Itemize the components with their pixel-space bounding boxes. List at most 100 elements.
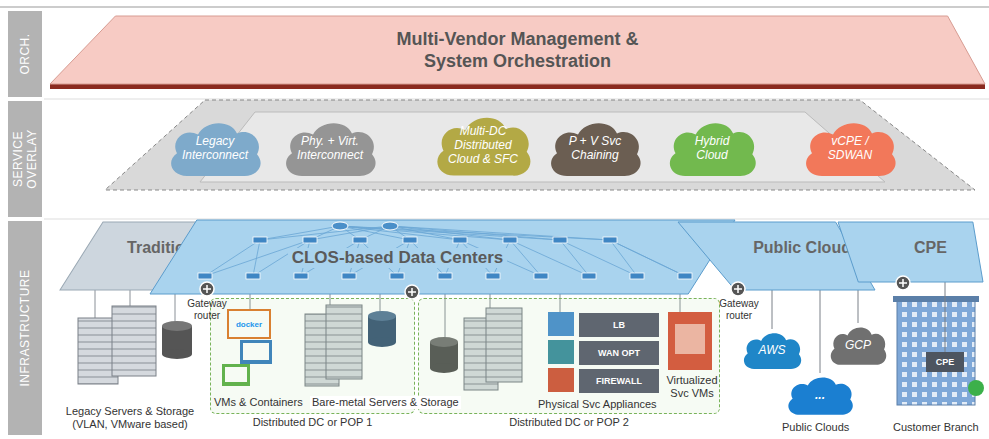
layer-tab: INFRASTRUCTURE [8, 221, 42, 435]
annotation-label: Virtualized Svc VMs [662, 374, 722, 400]
storage-cylinder [162, 349, 192, 359]
service-cloud: Legacy Interconnect [165, 117, 265, 179]
annotation-label: docker [230, 320, 268, 330]
plane-shape [838, 222, 983, 282]
node-label: CPE [936, 357, 955, 368]
node-label: FIREWALL [596, 376, 642, 387]
annotation-label: Gateway router [716, 298, 762, 322]
leaf-switch [630, 273, 644, 279]
fabric-link [510, 240, 589, 276]
leaf-switch [403, 237, 417, 243]
service-cloud: vCPE / SDWAN [800, 117, 900, 179]
cloud-shape [171, 123, 261, 176]
leaf-switch [553, 237, 567, 243]
leaf-switch [253, 237, 267, 243]
layer-tab: ORCH. [8, 11, 42, 97]
cloud-shape [788, 377, 852, 414]
leaf-switch [603, 237, 617, 243]
connector [945, 282, 946, 352]
layer-title: ORCH. [18, 16, 32, 92]
node-label: CPE [914, 238, 947, 258]
cloud-shape [286, 123, 376, 176]
gateway-router [200, 282, 214, 296]
cpe-device: CPE [926, 352, 964, 372]
cloud-shape [831, 327, 886, 364]
leaf-switch [582, 273, 596, 279]
annotation-label: VMs & Containers [214, 396, 303, 409]
cloud-shape [551, 123, 641, 176]
leaf-switch [486, 273, 500, 279]
overlay-subplane [200, 112, 885, 182]
leaf-switch [453, 237, 467, 243]
branch-building [897, 300, 975, 405]
plane-shape [150, 220, 735, 294]
leaf-switch [246, 273, 260, 279]
node-label: Public Clouds [753, 238, 860, 258]
public-cloud: GCP [827, 323, 889, 367]
node-label: CLOS-based Data Centers [288, 248, 508, 268]
connector [772, 290, 773, 329]
fabric-link [205, 240, 260, 276]
gateway-router [731, 282, 745, 296]
node-label: Phy. + Virt. Interconnect [295, 134, 365, 162]
branch-building [893, 296, 979, 302]
node-label: WAN OPT [598, 348, 640, 359]
cloud-shape [670, 123, 756, 176]
layer-title: INFRASTRUCTURE [18, 226, 32, 430]
wire [130, 288, 131, 306]
fabric-link [560, 240, 637, 276]
node-label: P + V Svc Chaining [560, 134, 630, 162]
storage-cylinder [162, 321, 192, 331]
service-cloud: Phy. + Virt. Interconnect [280, 117, 380, 179]
layer-title: SERVICE OVERLAY [11, 106, 39, 212]
leaf-switch [534, 273, 548, 279]
leaf-switch [390, 273, 404, 279]
node-label: LB [613, 320, 625, 331]
annotation-label: Gateway router [184, 298, 230, 322]
connector [820, 290, 821, 373]
connector [858, 290, 859, 323]
appliance-box: WAN OPT [579, 341, 659, 365]
annotation-label: Public Clouds [782, 421, 849, 434]
fabric-link [610, 240, 637, 276]
cloud-shape [744, 333, 801, 369]
annotation-label: Physical Svc Appliances [538, 398, 657, 411]
leaf-switch [342, 273, 356, 279]
plane-edge [50, 84, 985, 89]
spine-switch [332, 222, 348, 230]
fabric-link [560, 240, 589, 276]
cloud-shape [806, 123, 896, 176]
fabric-link [510, 240, 541, 276]
gateway-router [896, 276, 910, 290]
status-badge [968, 380, 984, 396]
divider-line [44, 99, 989, 100]
node-label: ... [815, 388, 825, 402]
overlay-plane [105, 100, 975, 190]
gateway-router [405, 285, 419, 299]
leaf-switch [353, 237, 367, 243]
fabric-link [253, 240, 260, 276]
annotation-label: Customer Branch [893, 421, 979, 434]
node-label: AWS [758, 343, 785, 357]
node-label: Multi-DC Distributed Cloud & SFC [446, 124, 520, 166]
leaf-switch [438, 273, 452, 279]
appliance-box: FIREWALL [579, 369, 659, 393]
spine-switch [382, 222, 398, 230]
node-label: GCP [845, 338, 871, 352]
group-caption: Distributed DC or POP 1 [211, 416, 414, 429]
annotation-label: Bare-metal Servers & Storage [310, 396, 461, 409]
leaf-switch [198, 273, 212, 279]
server-tower [112, 306, 156, 376]
leaf-switch [303, 237, 317, 243]
fabric-link [610, 240, 685, 276]
leaf-switch [678, 273, 692, 279]
leaf-switch [294, 273, 308, 279]
node-label: Legacy Interconnect [180, 134, 250, 162]
leaf-switch [503, 237, 517, 243]
node-outline [50, 16, 985, 84]
service-cloud: P + V Svc Chaining [545, 117, 645, 179]
node-label: vCPE / SDWAN [815, 134, 885, 162]
appliance-box: LB [579, 313, 659, 337]
plane-shape [50, 16, 985, 84]
